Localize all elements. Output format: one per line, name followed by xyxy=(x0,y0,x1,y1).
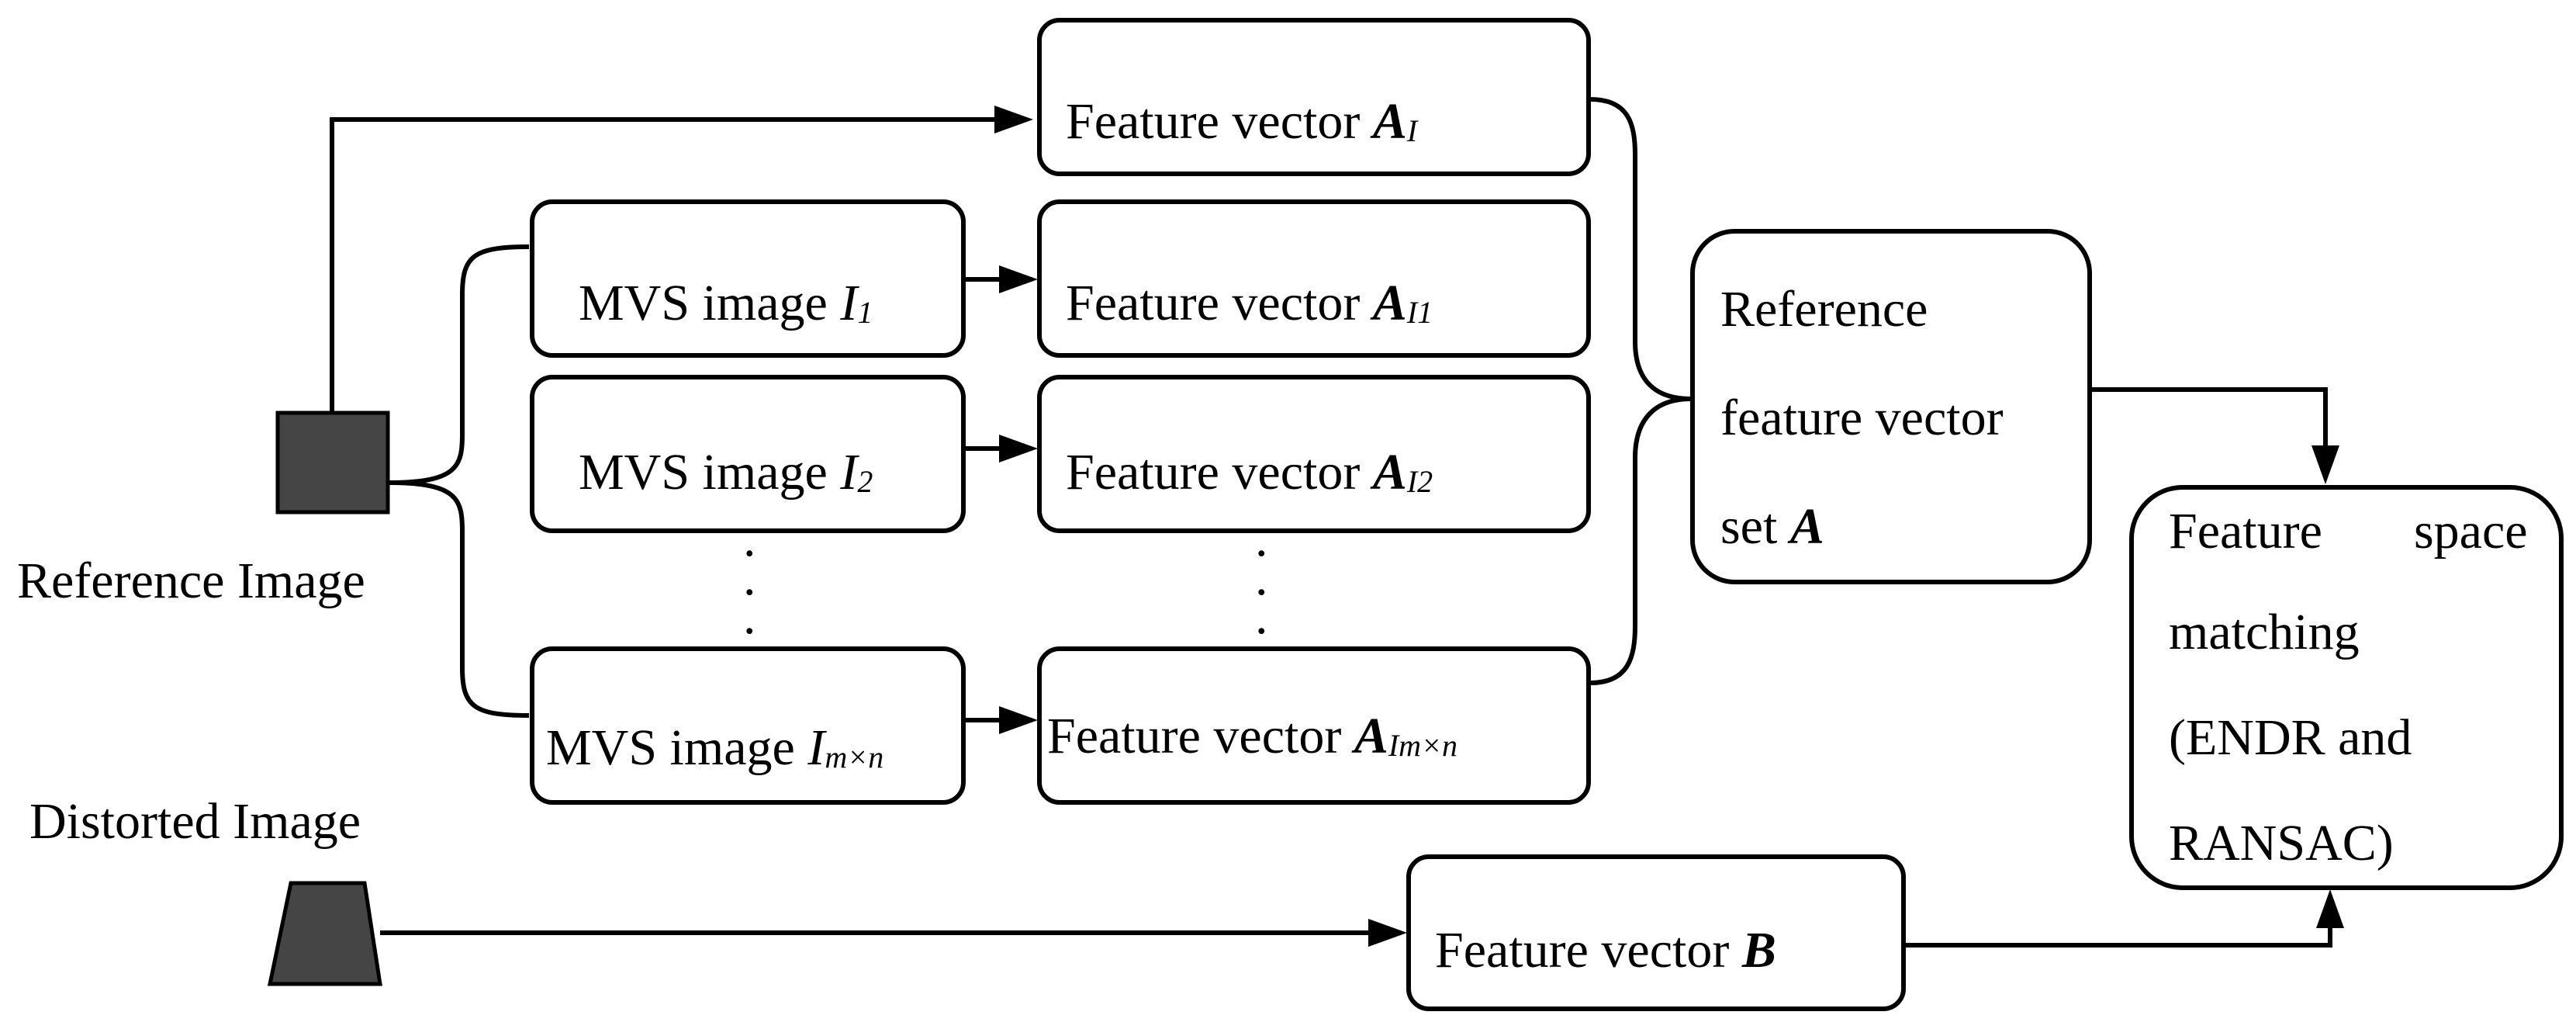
mvs-ellipsis-dot-2: . xyxy=(743,549,756,606)
reference-image-icon xyxy=(275,411,390,514)
arrowhead-mvs3 xyxy=(999,706,1038,734)
matching-line-1b: space xyxy=(2414,503,2528,560)
arrowhead-mvs1 xyxy=(999,265,1038,293)
feature-vector-box-b xyxy=(1406,854,1906,1011)
feature-vector-label-ai2: Feature vector AI2 xyxy=(1066,444,1433,501)
arrowhead-fv-ai xyxy=(994,106,1033,133)
fv-ellipsis-dot-2: . xyxy=(1255,549,1268,606)
fv-ellipsis-dot-3: . xyxy=(1255,588,1268,645)
mvs-image-label-2: MVS image I2 xyxy=(579,444,873,501)
matching-line-3: (ENDR and xyxy=(2169,709,2412,766)
mvs-ellipsis-dot-1: . xyxy=(743,511,756,567)
mvs-ellipsis-dot-3: . xyxy=(743,588,756,645)
feature-vector-box-ai2 xyxy=(1037,375,1591,533)
matching-line-2: matching xyxy=(2169,604,2360,660)
reference-set-line-3: set A xyxy=(1720,498,1824,555)
arrowhead-mvs2 xyxy=(999,435,1038,463)
mvs-image-box-3 xyxy=(530,646,966,805)
connector-ref-to-fv-ai xyxy=(330,117,1001,413)
feature-vector-label-b: Feature vector B xyxy=(1435,922,1776,979)
feature-vector-label-ai1: Feature vector AI1 xyxy=(1066,275,1433,331)
connector-set-to-matching xyxy=(2090,387,2328,450)
feature-vector-label-ai: Feature vector AI xyxy=(1066,93,1419,150)
mvs-image-box-1 xyxy=(530,199,966,358)
mvs-image-box-2 xyxy=(530,375,966,533)
mvs-image-label-1: MVS image I1 xyxy=(579,275,873,331)
distorted-image-label: Distorted Image xyxy=(29,793,361,850)
reference-set-line-1: Reference xyxy=(1720,281,1928,338)
reference-set-line-2: feature vector xyxy=(1720,390,2004,446)
feature-vector-box-ai xyxy=(1037,18,1591,176)
arrowhead-matching-top xyxy=(2311,445,2339,484)
mvs-image-label-3: MVS image Im×n xyxy=(546,719,883,776)
feature-vector-box-ai1 xyxy=(1037,199,1591,358)
brace-ref-to-mvs xyxy=(389,244,530,718)
reference-set-box xyxy=(1690,229,2092,584)
feature-vector-label-aimn: Feature vector AIm×n xyxy=(1047,708,1457,764)
feature-vector-box-aimn xyxy=(1037,646,1591,805)
matching-line-4: RANSAC) xyxy=(2169,815,2394,871)
connector-fvb-to-matching xyxy=(1905,922,2332,948)
fv-ellipsis-dot-1: . xyxy=(1255,511,1268,567)
matching-line-1a: Feature xyxy=(2169,503,2322,560)
arrowhead-fvb xyxy=(1368,919,1407,947)
distorted-image-icon xyxy=(267,881,382,986)
arrowhead-matching-bottom xyxy=(2316,889,2344,928)
matching-box xyxy=(2129,485,2564,890)
brace-fv-to-set xyxy=(1589,97,1692,685)
reference-image-label: Reference Image xyxy=(17,553,365,609)
